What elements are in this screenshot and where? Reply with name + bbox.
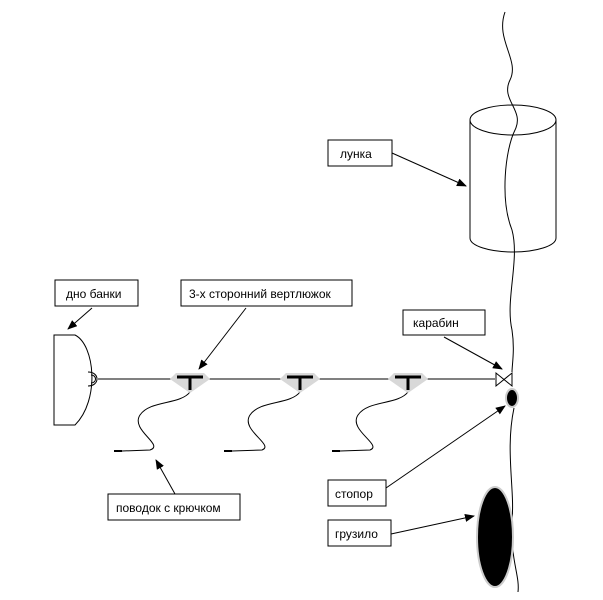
stopper — [505, 388, 519, 408]
label-leader: поводок с крючком — [116, 501, 221, 515]
label-carabiner: карабин — [413, 316, 459, 330]
leader-2 — [231, 391, 301, 452]
swivel-3 — [388, 373, 428, 393]
hole-cylinder — [469, 104, 557, 253]
leader-3 — [339, 391, 409, 452]
swivel-2 — [280, 373, 320, 393]
fishing-line — [502, 11, 518, 373]
ring — [87, 371, 98, 387]
label-sinker: грузило — [335, 527, 378, 541]
sinker — [476, 486, 514, 588]
label-stopper: стопор — [335, 487, 373, 501]
swivel-1 — [170, 373, 210, 393]
label-hole: лунка — [340, 147, 372, 161]
carabiner — [495, 371, 513, 388]
label-swivel: 3-х сторонний вертлюжок — [189, 287, 332, 301]
leader-1 — [121, 391, 191, 452]
sinker-line — [509, 407, 519, 593]
label-jar-bottom: дно банки — [66, 287, 122, 301]
jar-bottom — [53, 334, 93, 426]
